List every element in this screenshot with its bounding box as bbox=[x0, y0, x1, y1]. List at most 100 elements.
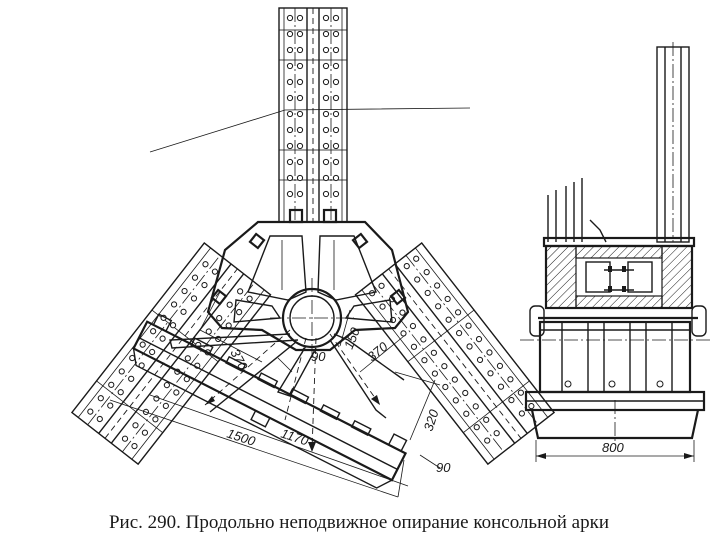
rivet-hole bbox=[211, 268, 219, 275]
rivet-hole bbox=[423, 269, 430, 276]
rivet-hole bbox=[216, 315, 223, 322]
rivet-hole bbox=[378, 282, 385, 289]
rivet-hole bbox=[442, 383, 449, 391]
rivet-hole bbox=[296, 62, 304, 70]
rivet-hole bbox=[129, 354, 136, 362]
rivet-hole bbox=[332, 142, 340, 150]
rivet-hole bbox=[462, 389, 469, 397]
rivet-hole bbox=[286, 14, 294, 22]
rivet-hole bbox=[286, 142, 294, 150]
rivet-hole bbox=[400, 330, 407, 337]
rivet-hole bbox=[286, 94, 294, 102]
rivet-hole bbox=[466, 343, 473, 350]
rivet-hole bbox=[322, 94, 330, 102]
dim-800: 800 bbox=[602, 440, 624, 455]
rivet-hole bbox=[424, 289, 431, 297]
rivet-hole bbox=[128, 375, 135, 382]
main-view bbox=[70, 7, 556, 498]
rivet-hole bbox=[296, 46, 304, 54]
rivet-hole bbox=[191, 274, 199, 281]
rivet-hole bbox=[332, 78, 340, 86]
rivet-hole bbox=[435, 303, 442, 310]
rivet-hole bbox=[87, 408, 94, 415]
dim-1500: 1500 bbox=[225, 426, 258, 449]
rivet-hole bbox=[445, 316, 452, 323]
rivet-hole bbox=[322, 174, 330, 182]
rivet-hole bbox=[322, 126, 330, 134]
rivet-hole bbox=[190, 295, 198, 302]
rivet-hole bbox=[332, 94, 340, 102]
dimension-lines bbox=[109, 291, 441, 498]
rivet-hole bbox=[518, 410, 525, 417]
rivet-hole bbox=[473, 424, 480, 431]
rivet-hole bbox=[496, 362, 504, 370]
rivet-hole bbox=[201, 281, 208, 289]
left-inclined-member bbox=[70, 242, 272, 466]
rivet-hole bbox=[465, 322, 472, 329]
rivet-hole bbox=[169, 322, 177, 329]
rivet-hole bbox=[420, 336, 427, 343]
rivet-hole bbox=[202, 261, 209, 268]
rivet-hole bbox=[454, 309, 462, 316]
rivet-hole bbox=[403, 263, 410, 270]
dim-320: 320 bbox=[421, 407, 442, 433]
rivet-hole bbox=[181, 287, 188, 295]
rivet-hole bbox=[296, 142, 304, 150]
vertical-member bbox=[278, 7, 348, 224]
dim-150: 150 bbox=[341, 325, 363, 351]
rivet-hole bbox=[286, 110, 294, 118]
rivet-hole bbox=[399, 309, 406, 316]
rivet-hole bbox=[296, 158, 304, 166]
rivet-hole bbox=[517, 389, 524, 396]
rivet-hole bbox=[150, 328, 157, 335]
rivet-hole bbox=[322, 30, 330, 38]
rivet-hole bbox=[286, 158, 294, 166]
rivet-hole bbox=[475, 336, 483, 343]
rivet-hole bbox=[332, 190, 340, 198]
rivet-hole bbox=[322, 78, 330, 86]
dim-370-right: 370 bbox=[364, 338, 391, 364]
rivet-hole bbox=[332, 30, 340, 38]
rivet-hole bbox=[96, 415, 103, 423]
dim-90-plate: 90 bbox=[436, 460, 451, 475]
rivet-hole bbox=[117, 389, 124, 396]
rivet-hole bbox=[332, 46, 340, 54]
dim-370-left: 370 bbox=[227, 346, 251, 373]
rivet-hole bbox=[451, 376, 458, 383]
rivet-hole bbox=[497, 383, 505, 390]
rivet-hole bbox=[413, 255, 420, 262]
rivet-hole bbox=[444, 295, 451, 303]
rivet-hole bbox=[507, 376, 514, 383]
rivet-hole bbox=[410, 343, 418, 350]
rivet-hole bbox=[170, 301, 178, 308]
rivet-hole bbox=[476, 356, 484, 364]
rivet-hole bbox=[296, 94, 304, 102]
rivet-hole bbox=[286, 190, 294, 198]
rivet-hole bbox=[332, 110, 340, 118]
rivet-hole bbox=[226, 301, 233, 308]
rivet-hole bbox=[163, 382, 170, 389]
rivet-hole bbox=[332, 62, 340, 70]
rivet-hole bbox=[141, 429, 149, 436]
rivet-hole bbox=[286, 174, 294, 182]
rivet-hole bbox=[246, 295, 253, 302]
rivet-hole bbox=[286, 78, 294, 86]
rivet-hole bbox=[118, 368, 125, 375]
rivet-hole bbox=[472, 403, 479, 410]
rivet-hole bbox=[296, 30, 304, 38]
rivet-hole bbox=[286, 126, 294, 134]
rivet-hole bbox=[463, 410, 470, 417]
rivet-hole bbox=[296, 190, 304, 198]
rivet-hole bbox=[332, 158, 340, 166]
rivet-hole bbox=[421, 357, 428, 364]
rivet-hole bbox=[322, 110, 330, 118]
side-view bbox=[520, 42, 712, 462]
rivet-hole bbox=[162, 402, 169, 410]
rivet-hole bbox=[493, 430, 500, 437]
rivet-hole bbox=[379, 303, 386, 310]
force-lines bbox=[204, 329, 381, 452]
rivet-hole bbox=[508, 396, 515, 404]
rivet-hole bbox=[322, 62, 330, 70]
support-ribs bbox=[169, 333, 405, 419]
